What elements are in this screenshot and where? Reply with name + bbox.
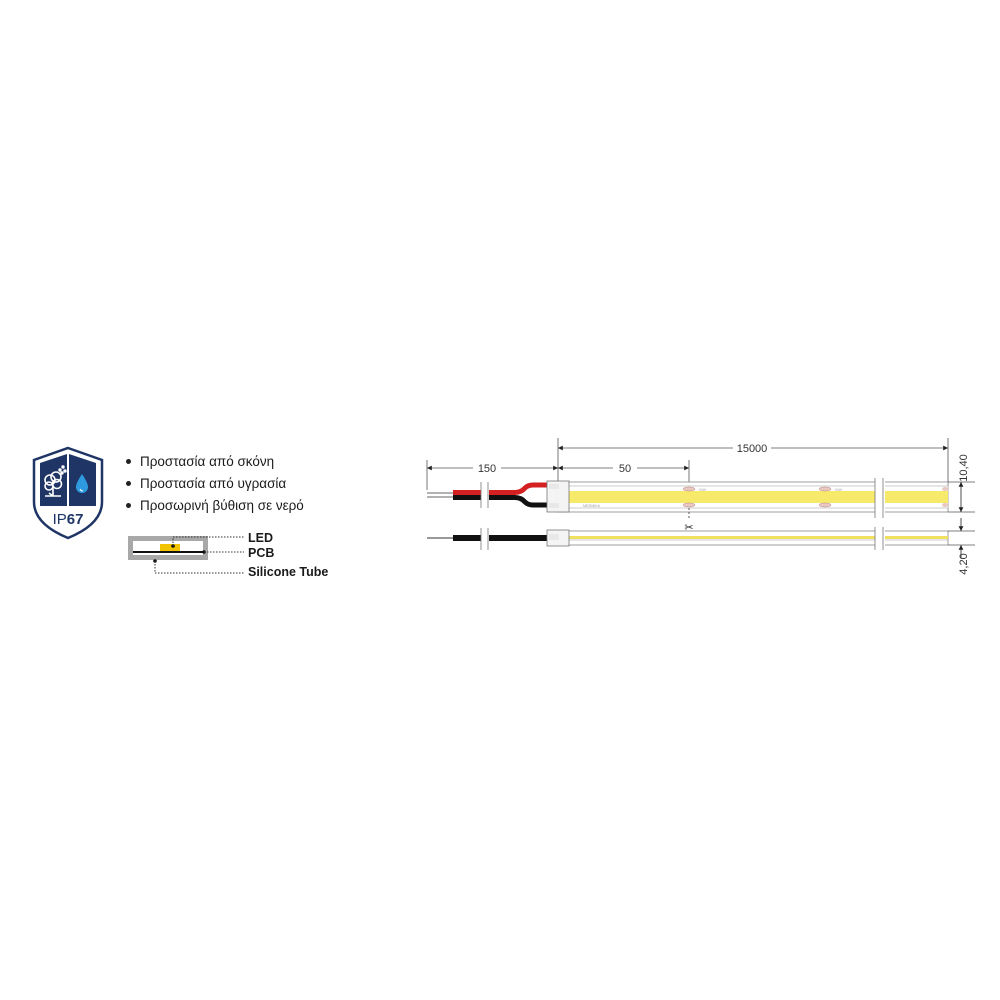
- ip-number: 67: [67, 511, 84, 528]
- led-strip-drawing: 15000 150 50 +24V: [426, 438, 975, 575]
- side-view: [427, 527, 949, 550]
- svg-text:+24V: +24V: [698, 488, 707, 492]
- dimension-wire-length: 150: [426, 460, 558, 490]
- water-drop-icon: [76, 474, 88, 493]
- svg-text:+24V: +24V: [834, 488, 843, 492]
- feature-item: Προσωρινή βύθιση σε νερό: [124, 495, 304, 517]
- svg-text:IP67: IP67: [53, 511, 84, 528]
- cross-section-drawing: [128, 536, 244, 574]
- top-view-strip: +24V +24V MEZIMIKA: [546, 478, 949, 518]
- scissors-icon: ✂: [684, 522, 693, 534]
- cut-mark: ✂: [684, 508, 694, 534]
- dimension-width: 10,40: [948, 454, 975, 513]
- feature-item: Προστασία από υγρασία: [124, 473, 304, 495]
- ip-label: IP: [53, 511, 67, 528]
- pcb-label: PCB: [248, 546, 275, 560]
- silicone-tube-label: Silicone Tube: [248, 565, 329, 579]
- dimension-height: 4,20: [948, 518, 975, 575]
- feature-item: Προστασία από σκόνη: [124, 451, 304, 473]
- bullet-icon: [126, 502, 131, 508]
- svg-text:10,40: 10,40: [958, 454, 970, 482]
- dimension-total-length: 15000: [557, 438, 949, 488]
- svg-text:4,20: 4,20: [958, 553, 970, 574]
- svg-text:MEZIMIKA: MEZIMIKA: [583, 504, 601, 508]
- cross-section-diagram: LED PCB Silicone Tube: [126, 531, 346, 580]
- bullet-icon: [126, 458, 131, 464]
- svg-text:15000: 15000: [737, 443, 768, 455]
- dust-tree-icon: [44, 465, 67, 497]
- led-label: LED: [248, 531, 273, 545]
- ip67-shield-badge: IP67: [32, 446, 104, 540]
- bullet-icon: [126, 480, 131, 486]
- svg-text:50: 50: [619, 463, 631, 475]
- svg-text:150: 150: [478, 463, 496, 475]
- feature-list: Προστασία από σκόνη Προστασία από υγρασί…: [124, 451, 304, 517]
- top-view-wires: [427, 482, 548, 508]
- dimension-cut-interval: 50: [558, 460, 690, 488]
